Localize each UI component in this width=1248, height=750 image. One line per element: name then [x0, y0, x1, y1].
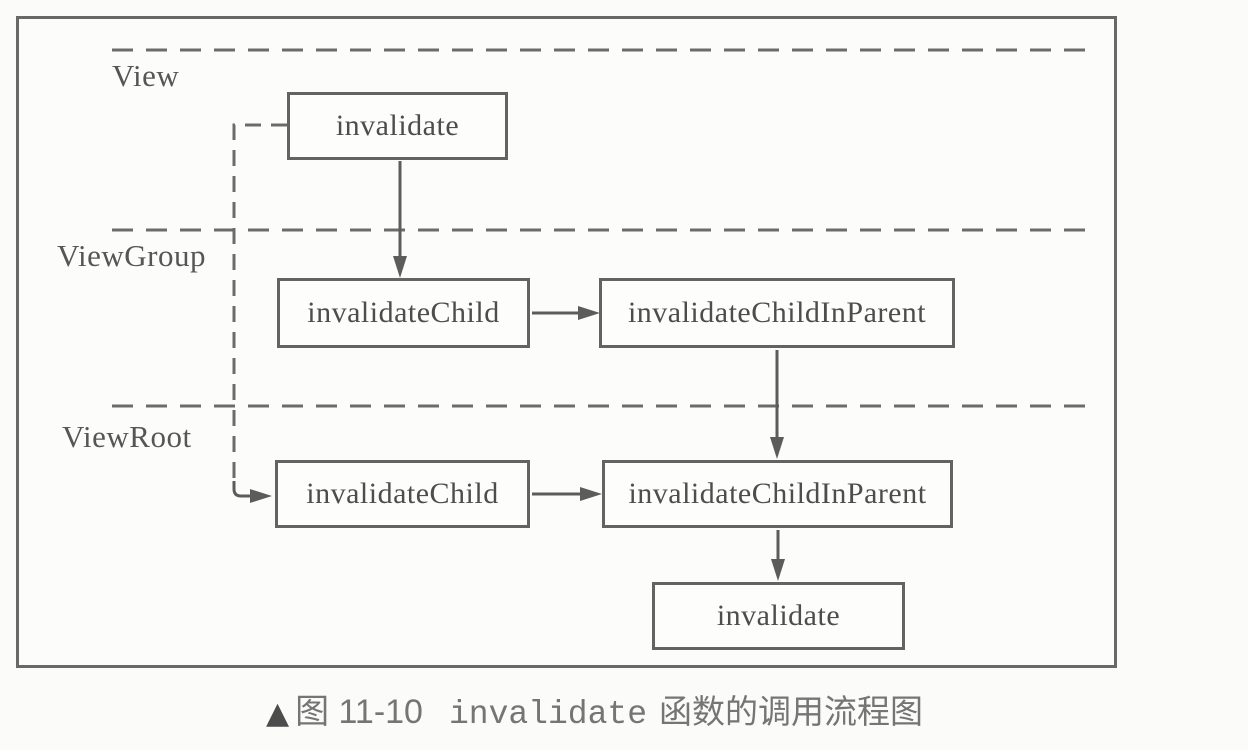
node-label: invalidateChild — [306, 477, 499, 510]
node-viewgroup-invalidatechild: invalidateChild — [277, 278, 530, 348]
node-label: invalidateChild — [307, 296, 500, 329]
caption-title: 函数的调用流程图 — [659, 693, 924, 730]
lane-label-viewroot: ViewRoot — [62, 419, 192, 454]
node-label: invalidateChildInParent — [627, 296, 927, 329]
node-viewroot-invalidatechild: invalidateChild — [275, 460, 530, 528]
caption-triangle-icon: ▲ — [266, 696, 290, 731]
node-label: invalidate — [716, 599, 841, 632]
caption-figure-number: 图 11-10 — [295, 693, 423, 731]
node-label: invalidateChildInParent — [628, 477, 927, 510]
node-viewgroup-invalidatechildinparent: invalidateChildInParent — [599, 278, 955, 348]
node-label: invalidate — [335, 109, 460, 142]
node-viewroot-invalidate: invalidate — [652, 582, 905, 650]
node-view-invalidate: invalidate — [287, 92, 508, 160]
node-viewroot-invalidatechildinparent: invalidateChildInParent — [602, 460, 953, 528]
figure-caption: ▲ 图 11-10 invalidate 函数的调用流程图 — [266, 684, 923, 733]
caption-code-term: invalidate — [448, 696, 648, 733]
lane-label-view: View — [112, 58, 180, 93]
lane-label-viewgroup: ViewGroup — [57, 238, 206, 273]
